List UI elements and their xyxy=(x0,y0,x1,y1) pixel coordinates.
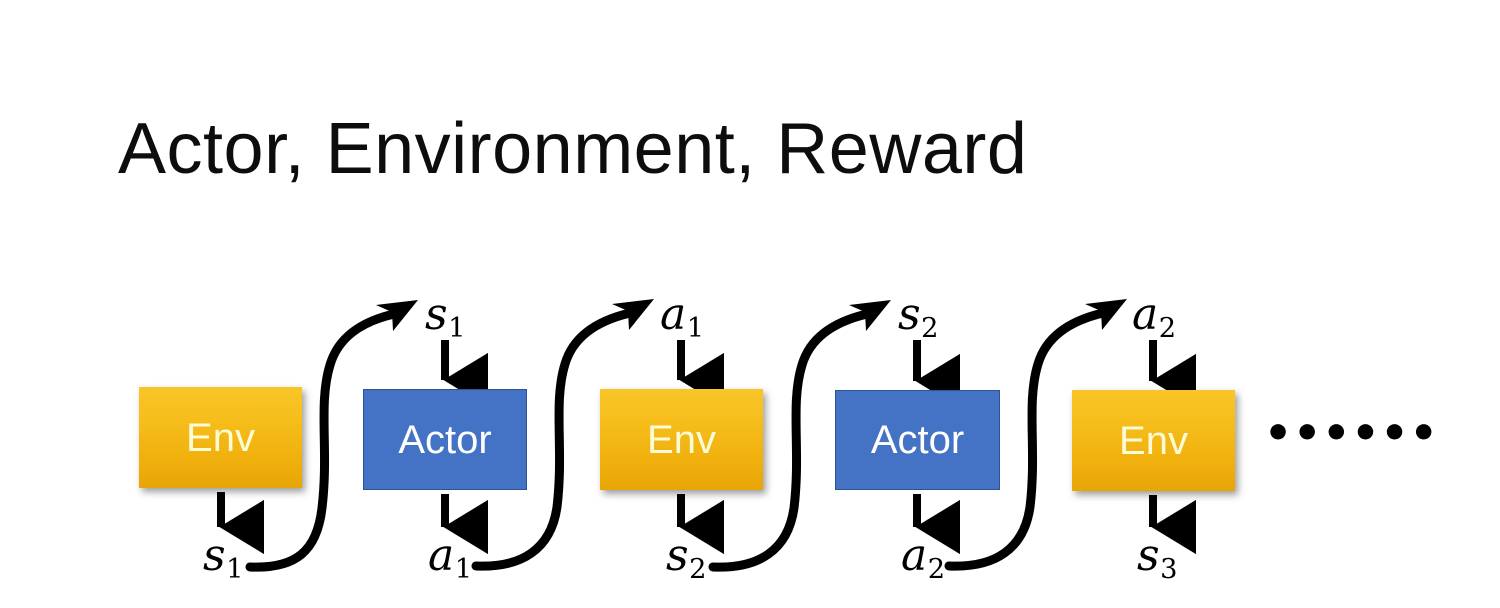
label-top-s1: s1 xyxy=(425,289,466,345)
actor-box-1[interactable]: Actor xyxy=(363,389,527,490)
env-box-3-label: Env xyxy=(1119,418,1188,463)
page-title: Actor, Environment, Reward xyxy=(118,109,1028,189)
env-box-1-label: Env xyxy=(186,415,255,460)
env-box-2[interactable]: Env xyxy=(600,389,763,490)
curve-arrowheads xyxy=(376,299,1127,331)
label-bottom-s3: s3 xyxy=(1137,530,1178,586)
env-box-2-label: Env xyxy=(647,417,716,462)
label-top-a2: a2 xyxy=(1132,289,1177,345)
continuation-ellipsis: •••••• xyxy=(1264,408,1439,459)
label-bottom-s2: s2 xyxy=(666,530,707,586)
actor-box-2[interactable]: Actor xyxy=(835,390,1000,490)
label-bottom-s1: s1 xyxy=(203,530,244,586)
actor-box-2-label: Actor xyxy=(870,418,965,462)
actor-box-1-label: Actor xyxy=(398,417,492,462)
env-box-1[interactable]: Env xyxy=(139,387,302,488)
label-top-s2: s2 xyxy=(898,289,939,345)
label-top-a1: a1 xyxy=(660,289,705,345)
env-box-3[interactable]: Env xyxy=(1072,390,1235,491)
label-bottom-a2: a2 xyxy=(901,530,946,586)
label-bottom-a1: a1 xyxy=(428,530,473,586)
